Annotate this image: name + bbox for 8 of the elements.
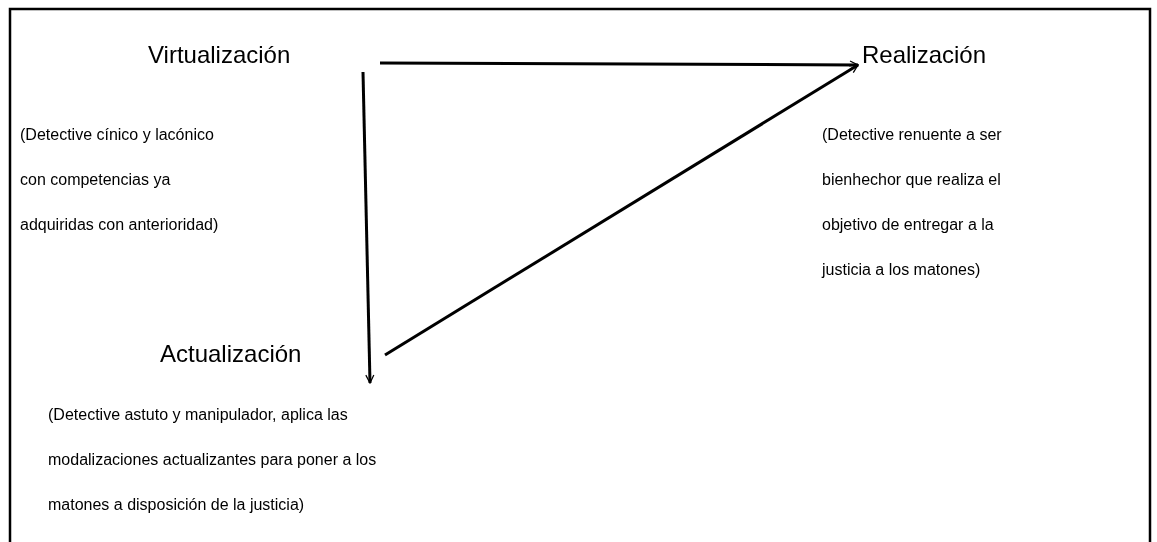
arrow bbox=[361, 71, 375, 384]
stage-label: Actualización bbox=[160, 339, 302, 369]
arrow bbox=[384, 63, 859, 357]
stage-label: Virtualización bbox=[148, 40, 291, 70]
stage-description: (Detective cínico y lacónico con competencias ya adquiridas con anterioridad) bbox=[20, 125, 220, 235]
stage-label: Realización bbox=[862, 40, 987, 70]
stage-description: (Detective renuente a ser bienhechor que realiza el objetivo de entregar a la justicia a los matones) bbox=[822, 125, 1003, 280]
stage-description: (Detective astuto y manipulador, aplica las modalizaciones actualizantes para poner a los matones a disposición de la justicia) bbox=[48, 405, 378, 515]
